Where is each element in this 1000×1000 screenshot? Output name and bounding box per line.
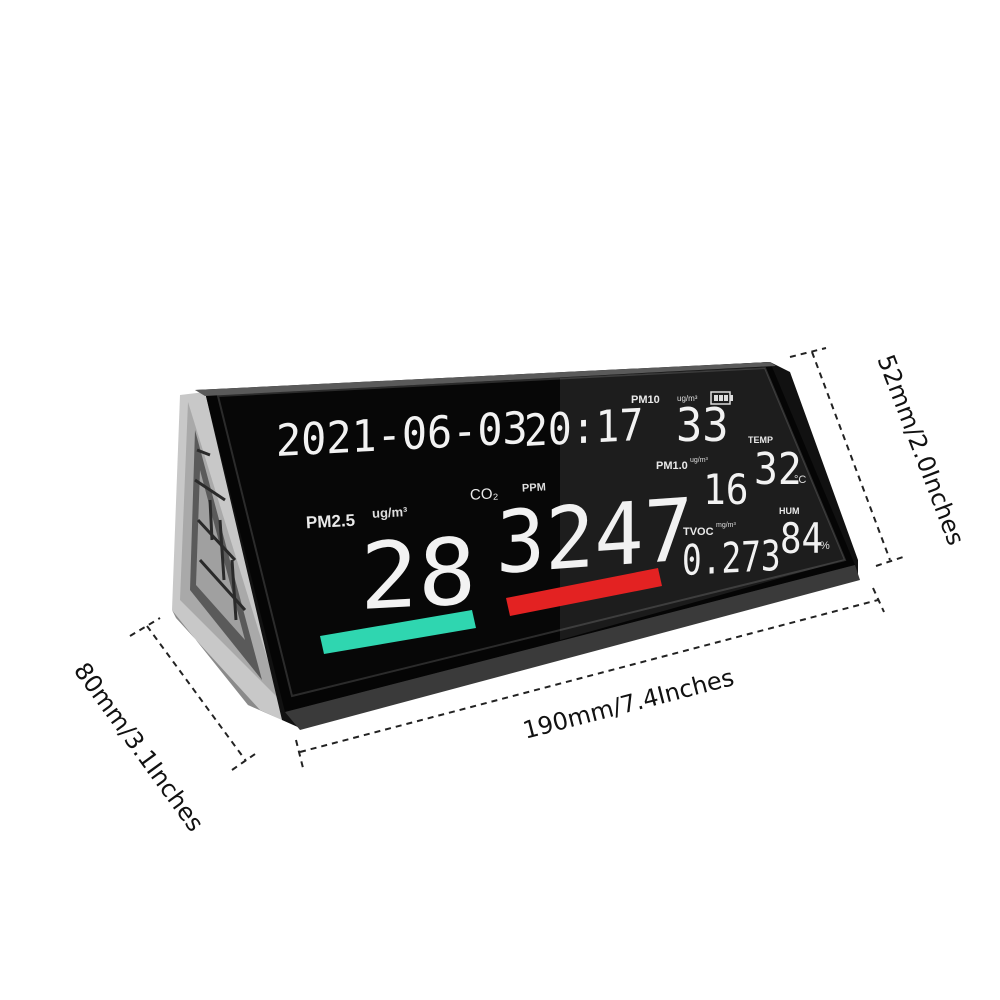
tvoc-unit: mg/m³	[716, 522, 736, 529]
pm25-label: PM2.5	[305, 510, 356, 533]
pm1-label: PM1.0	[656, 460, 688, 472]
battery-icon	[710, 391, 733, 405]
hum-label: HUM	[779, 506, 800, 516]
co2-status-bar	[506, 568, 662, 616]
width-dimension-line	[299, 599, 879, 753]
temp-value: 32	[754, 444, 802, 495]
hum-unit: %	[820, 540, 830, 552]
pm10-label: PM10	[631, 394, 660, 406]
depth-dimension-line	[146, 625, 247, 762]
pm25-value: 28	[360, 517, 477, 631]
time-readout: 20:17	[524, 399, 644, 457]
pm1-value: 16	[703, 465, 749, 514]
temp-label: TEMP	[748, 435, 774, 445]
co2-label: CO₂	[469, 485, 499, 504]
pm25-status-bar	[320, 610, 476, 654]
pm1-unit: ug/m³	[690, 457, 708, 464]
tvoc-label: TVOC	[683, 526, 714, 538]
pm25-unit: ug/m³	[371, 504, 408, 521]
device-end-cap	[172, 392, 290, 720]
hum-value: 84	[780, 514, 823, 563]
temp-unit: °C	[794, 474, 807, 486]
pm10-unit: ug/m³	[677, 394, 698, 403]
pm10-value: 33	[676, 398, 729, 452]
co2-value: 3247	[496, 480, 693, 594]
tvoc-value: 0.273	[682, 530, 781, 585]
height-dimension-line	[811, 351, 891, 561]
